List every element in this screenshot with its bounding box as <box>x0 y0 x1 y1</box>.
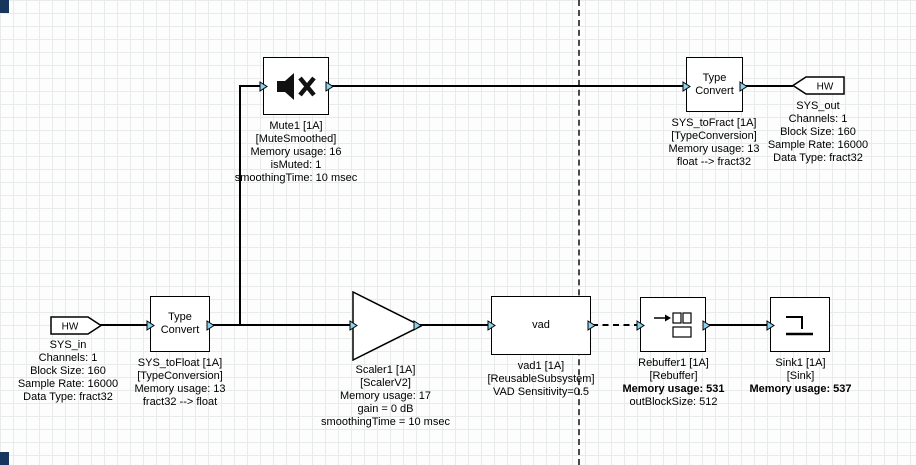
caption-line: SYS_out <box>796 100 840 112</box>
caption-line: Sample Rate: 16000 <box>767 139 869 151</box>
caption-sys-tofract: SYS_toFract [1A] [TypeConversion] Memory… <box>654 117 774 169</box>
window-corner-fragment-top-left <box>0 0 9 13</box>
block-body-label: Type Convert <box>695 71 734 97</box>
caption-line: [TypeConversion] <box>671 130 757 142</box>
caption-line: Memory usage: 16 <box>250 146 342 158</box>
wire-rebuffer-to-sink[interactable] <box>706 324 771 326</box>
input-pin-sink1[interactable] <box>766 320 775 331</box>
caption-line-memory-usage: Memory usage: 537 <box>749 383 852 395</box>
caption-line: [MuteSmoothed] <box>255 133 337 145</box>
wire-branch-to-mute[interactable] <box>239 85 264 87</box>
wire-mute-to-typeconvert[interactable] <box>329 85 687 87</box>
caption-line: Rebuffer1 [1A] <box>638 357 709 369</box>
partition-divider-line <box>578 0 580 465</box>
caption-line: [ScalerV2] <box>360 377 411 389</box>
caption-line: Sink1 [1A] <box>775 357 826 369</box>
wire-branch-vertical[interactable] <box>239 85 241 326</box>
input-pin-sys-tofloat[interactable] <box>146 320 155 331</box>
caption-line: Sample Rate: 16000 <box>17 378 119 390</box>
input-pin-sys-tofract[interactable] <box>682 81 691 92</box>
caption-line: vad1 [1A] <box>517 360 565 372</box>
wire-typeconvert-to-sysout[interactable] <box>742 85 793 87</box>
caption-line: Data Type: fract32 <box>773 152 863 164</box>
output-pin-sys-tofloat[interactable] <box>206 320 215 331</box>
caption-line: Channels: 1 <box>788 113 848 125</box>
amplifier-triangle-icon <box>352 291 422 361</box>
block-body-label: Type Convert <box>160 311 200 336</box>
block-mute1[interactable] <box>263 57 329 115</box>
caption-line: Memory usage: 13 <box>668 143 760 155</box>
caption-line: Block Size: 160 <box>30 365 106 377</box>
caption-line: SYS_toFract [1A] <box>671 117 757 129</box>
caption-line: SYS_toFloat [1A] <box>137 357 223 369</box>
caption-line: [ReusableSubsystem] <box>487 373 595 385</box>
block-sys-tofract-typeconvert[interactable]: Type Convert <box>686 57 743 112</box>
wire-typeconvert-to-scaler[interactable] <box>210 324 354 326</box>
caption-sys-tofloat: SYS_toFloat [1A] [TypeConversion] Memory… <box>115 357 245 409</box>
caption-line: Memory usage: 13 <box>134 383 226 395</box>
input-pin-vad1[interactable] <box>487 320 496 331</box>
caption-rebuffer1: Rebuffer1 [1A] [Rebuffer] Memory usage: … <box>606 357 741 409</box>
caption-line: smoothingTime = 10 msec <box>321 416 450 428</box>
caption-line: Memory usage: 17 <box>339 390 432 402</box>
window-corner-fragment-bottom-left <box>0 452 9 465</box>
output-pin-scaler1[interactable] <box>413 320 422 331</box>
caption-sink1: Sink1 [1A] [Sink] Memory usage: 537 <box>733 357 868 396</box>
rebuffer-icon <box>654 311 692 338</box>
caption-line: VAD Sensitivity=0.5 <box>492 386 590 398</box>
block-sys-out-hw-tag[interactable]: HW <box>792 76 845 95</box>
caption-line: float --> fract32 <box>676 156 752 168</box>
caption-line: gain = 0 dB <box>357 403 414 415</box>
output-pin-rebuffer1[interactable] <box>702 320 711 331</box>
caption-line: Channels: 1 <box>38 352 98 364</box>
block-rebuffer1[interactable] <box>640 297 706 352</box>
caption-line: SYS_in <box>49 339 87 351</box>
hw-tag-label: HW <box>817 82 834 93</box>
block-sys-tofloat-typeconvert[interactable]: Type Convert <box>150 296 210 352</box>
caption-line-memory-usage: Memory usage: 531 <box>622 383 725 395</box>
wire-sysin-to-typeconvert[interactable] <box>100 324 150 326</box>
block-vad1[interactable]: vad <box>491 296 591 355</box>
muted-speaker-icon <box>277 73 316 100</box>
caption-vad1: vad1 [1A] [ReusableSubsystem] VAD Sensit… <box>466 360 616 399</box>
caption-sys-in: SYS_in Channels: 1 Block Size: 160 Sampl… <box>8 339 128 404</box>
caption-line: Block Size: 160 <box>780 126 856 138</box>
wire-scaler-to-vad[interactable] <box>420 324 492 326</box>
caption-line: smoothingTime: 10 msec <box>234 172 358 184</box>
output-pin-mute1[interactable] <box>325 81 334 92</box>
input-pin-rebuffer1[interactable] <box>636 320 645 331</box>
caption-line: Mute1 [1A] <box>269 120 323 132</box>
caption-scaler1: Scaler1 [1A] [ScalerV2] Memory usage: 17… <box>298 364 473 429</box>
input-pin-mute1[interactable] <box>259 81 268 92</box>
caption-line: Data Type: fract32 <box>23 391 113 403</box>
caption-line: [TypeConversion] <box>137 370 223 382</box>
block-sys-in-hw-tag[interactable]: HW <box>50 316 102 335</box>
caption-line: [Rebuffer] <box>649 370 698 382</box>
input-pin-scaler1[interactable] <box>349 320 358 331</box>
block-sink1[interactable] <box>770 297 830 352</box>
caption-mute1: Mute1 [1A] [MuteSmoothed] Memory usage: … <box>221 120 371 185</box>
caption-line: isMuted: 1 <box>270 159 322 171</box>
caption-line: outBlockSize: 512 <box>629 396 718 408</box>
output-pin-vad1[interactable] <box>587 320 596 331</box>
hw-tag-label: HW <box>62 322 79 333</box>
wire-vad-to-rebuffer-dashed[interactable] <box>592 324 640 326</box>
caption-line: fract32 --> float <box>142 396 218 408</box>
block-body-label: vad <box>532 319 550 331</box>
caption-line: Scaler1 [1A] <box>355 364 416 376</box>
caption-line: [Sink] <box>786 370 815 382</box>
sink-icon <box>786 315 813 335</box>
caption-sys-out: SYS_out Channels: 1 Block Size: 160 Samp… <box>758 100 878 165</box>
output-pin-sys-tofract[interactable] <box>739 81 748 92</box>
block-scaler1[interactable] <box>352 291 422 361</box>
